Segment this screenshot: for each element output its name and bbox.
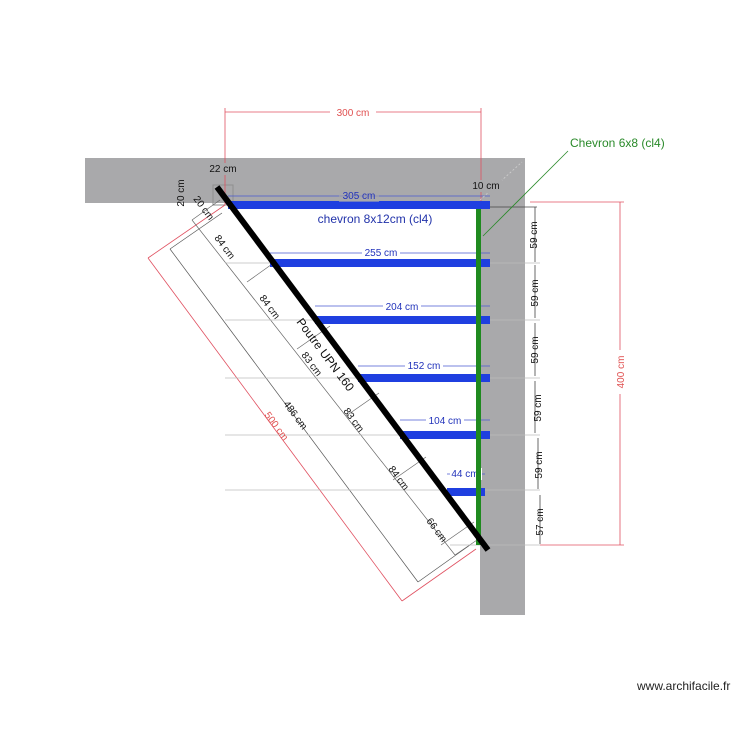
dim-spacing-right-4: 59 cm [533,394,544,421]
dim-spacing-diag-4: 83 cm [341,406,366,434]
watermark: www.archifacile.fr [637,679,731,693]
dim-spacing-right-3: 59 cm [530,336,541,363]
right-wall [480,158,525,615]
dim-spacing-diag-6: 66 cm [424,516,449,544]
dim-diag-inner: 486 cm [281,399,309,432]
top-wall [85,158,525,203]
dim-chevron-3: 204 cm [386,302,419,313]
dimension-diag-486 [169,212,471,583]
dim-spacing-diag-1: 84 cm [212,233,237,261]
chevron-6x8-leader [482,150,569,237]
chevron-4 [358,374,490,382]
corner-notch [212,184,234,206]
label-chevron-8x12: chevron 8x12cm (cl4) [318,212,433,226]
chevron-5 [400,431,490,439]
dimension-diag-500 [147,204,477,602]
poutre-upn-beam [214,185,491,552]
right-spacing-dims [490,206,541,544]
dim-spacing-right-1: 59 cm [529,221,540,248]
dim-right-total: 400 cm [616,356,627,389]
walls [85,158,525,615]
dim-chevron-4: 152 cm [408,361,441,372]
green-support [476,209,481,545]
chevron-1 [228,201,490,209]
dim-top-total: 300 cm [337,108,370,119]
dim-chevron-2: 255 cm [365,248,398,259]
dim-spacing-right-5: 59 cm [534,451,545,478]
chevrons [228,201,490,496]
dim-chevron-1: 305 cm [343,191,376,202]
dim-chevron-6: 44 cm [451,469,478,480]
chevron-6 [447,488,485,496]
dim-diag-total: 500 cm [262,410,290,443]
dim-spacing-diag-5: 84 cm [386,464,411,492]
dim-spacing-right-2: 59 cm [530,279,541,306]
dimension-right-400 [530,201,624,546]
label-chevron-6x8: Chevron 6x8 (cl4) [570,136,665,150]
chevron-2 [270,259,490,267]
dim-spacing-right-6: 57 cm [535,508,546,535]
dim-corner-height: 20 cm [176,179,187,206]
dim-end-offset: 10 cm [472,181,499,192]
dim-corner-width: 22 cm [209,164,236,175]
chevron-3 [315,316,490,324]
dim-chevron-5: 104 cm [429,416,462,427]
